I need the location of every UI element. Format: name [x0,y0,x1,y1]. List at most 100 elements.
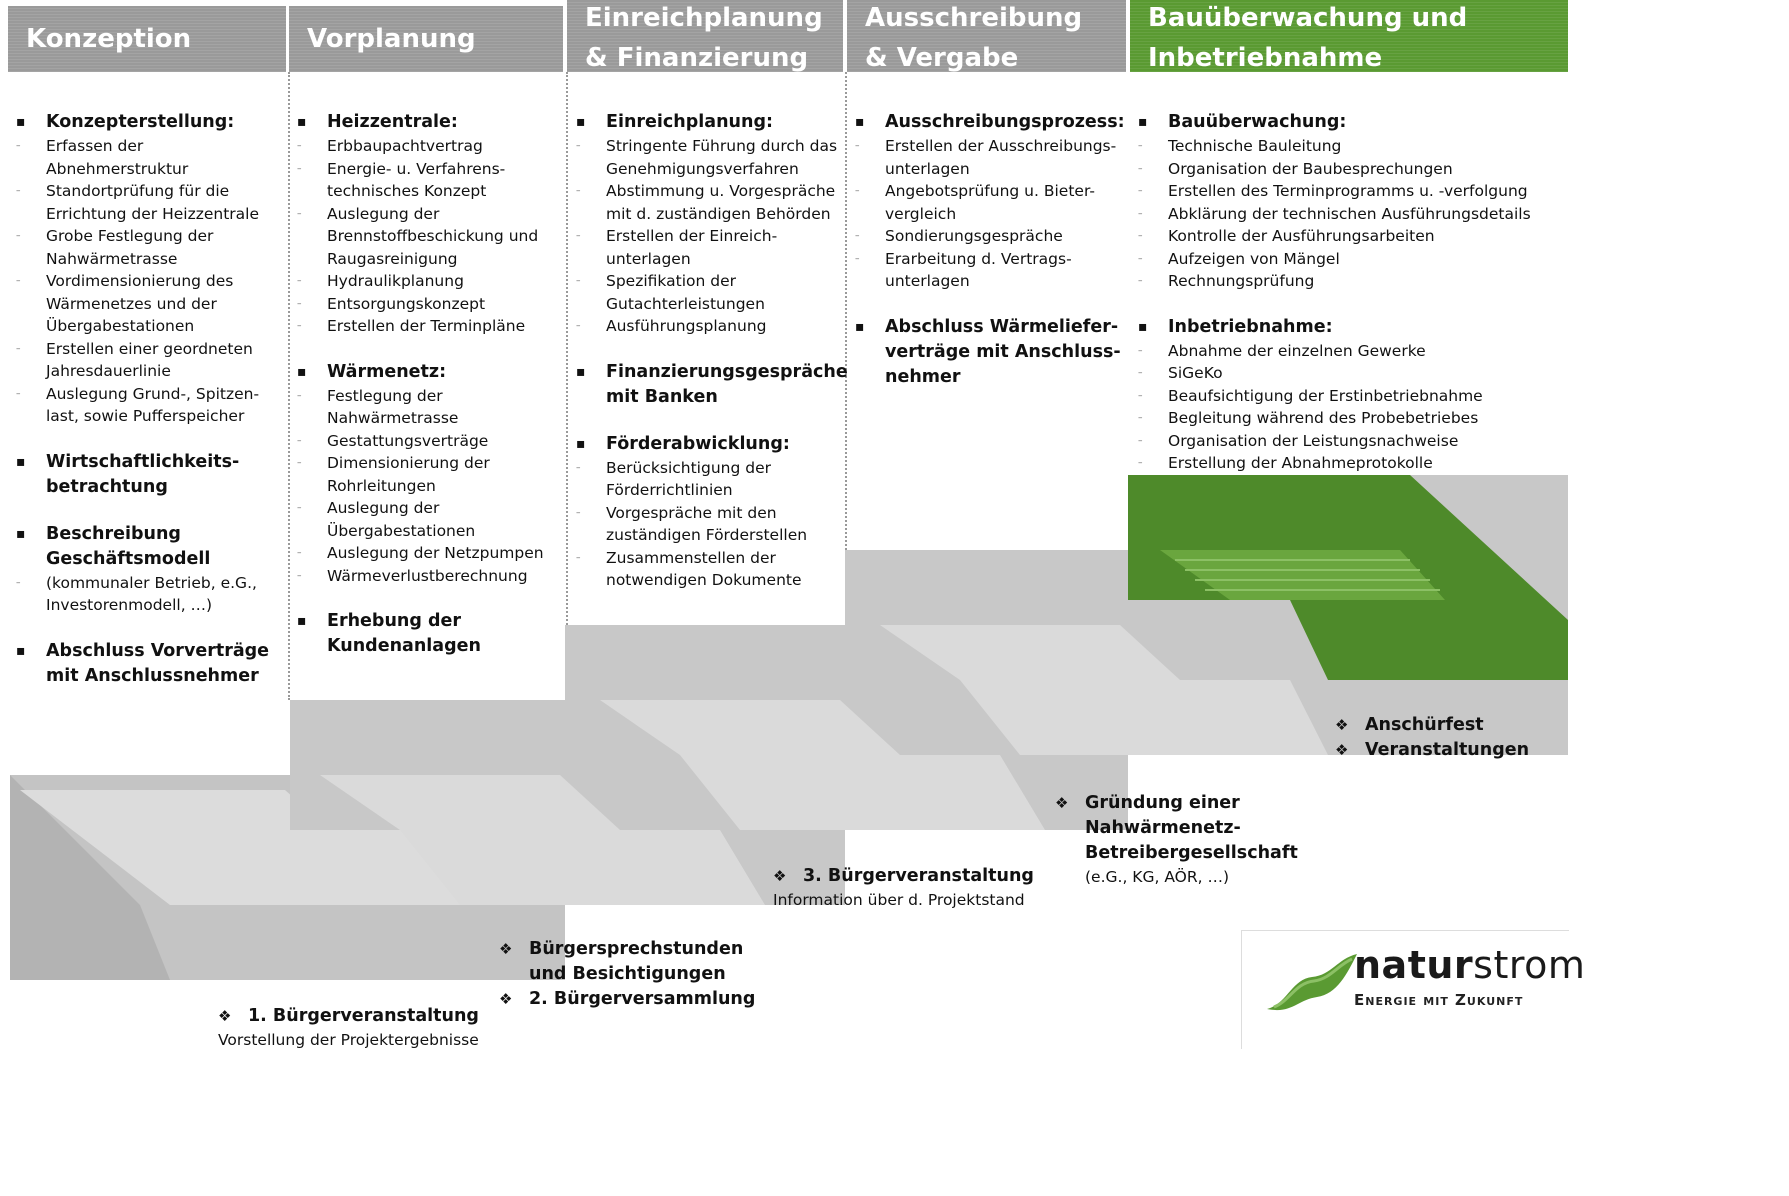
list-item: Angebotsprüfung u. Bieter-vergleich [855,180,1123,225]
section-waermelieferverttraege: Abschluss Wärmeliefer-verträge mit Ansch… [855,315,1123,390]
stair-step-5-green [1128,475,1568,680]
list-item: Technische Bauleitung [1138,135,1566,158]
event-title: Veranstaltungen [1335,738,1555,763]
list-item: Erstellen des Terminprogramms u. -verfol… [1138,180,1566,203]
phase-header-bauueberwachung: Bauüberwachung und Inbetriebnahme [1130,0,1568,72]
section-einreichplanung: Einreichplanung: Stringente Führung durc… [576,110,842,338]
section-heading: Ausschreibungsprozess: [855,110,1125,135]
event-title: 1. Bürgerveranstaltung [218,1004,518,1029]
list-item: Vorgespräche mit den zuständigen Förders… [576,502,842,547]
section-heading: Wirtschaftlichkeits-betrachtung [16,450,284,500]
list-item: Festlegung der Nahwärmetrasse [297,385,563,430]
section-ausschreibungsprozess: Ausschreibungsprozess: Erstellen der Aus… [855,110,1125,293]
list-item: Erstellen der Einreich-unterlagen [576,225,842,270]
list-item: Erstellung der Abnahmeprotokolle [1138,452,1566,475]
section-heading: Erhebung der Kundenanlagen [297,609,563,659]
column-divider [288,72,290,700]
swoosh-logo-icon [1267,954,1357,1011]
phase-header-konzeption: Konzeption [8,6,286,72]
column-einreichplanung: Einreichplanung: Stringente Führung durc… [576,110,848,614]
list-item: Erbbaupachtvertrag [297,135,563,158]
list-item: Ausführungsplanung [576,315,842,338]
section-heading: Einreichplanung: [576,110,842,135]
section-heading: Inbetriebnahme: [1138,315,1566,340]
logo-wordmark: naturstrom [1354,943,1586,987]
list-item: Auslegung der Brennstoffbeschickung und … [297,203,563,271]
list-item: Auslegung der Übergabestationen [297,497,563,542]
list-item: Berücksichtigung der Förderrichtlinien [576,457,842,502]
section-bauueberwachung: Bauüberwachung: Technische Bauleitung Or… [1138,110,1566,293]
list-item: Erstellen der Ausschreibungs-unterlagen [855,135,1123,180]
section-heading: Abschluss Wärmeliefer-verträge mit Ansch… [855,315,1123,390]
list-item: Spezifikation der Gutachterleistungen [576,270,842,315]
phase-header-ausschreibung: Ausschreibung & Vergabe [847,0,1126,72]
event-title: 2. Bürgerversammlung [499,987,779,1012]
list-item: Entsorgungskonzept [297,293,563,316]
list-item: Abstimmung u. Vorgespräche mit d. zustän… [576,180,842,225]
event-title: Bürgersprechstunden und Besichtigungen [499,937,779,987]
section-foerderabwicklung: Förderabwicklung: Berücksichtigung der F… [576,432,842,592]
list-item: Abklärung der technischen Ausführungsdet… [1138,203,1566,226]
event-5-anschuerfest: Anschürfest Veranstaltungen [1335,713,1555,763]
section-heading: Bauüberwachung: [1138,110,1566,135]
section-waermenetz: Wärmenetz: Festlegung der Nahwärmetrasse… [297,360,563,588]
event-title: Anschürfest [1335,713,1555,738]
event-1-buergerveranstaltung: 1. Bürgerveranstaltung Vorstellung der P… [218,1004,518,1051]
section-heading: Abschluss Vorverträge mit Anschlussnehme… [16,639,284,689]
column-divider [845,72,847,550]
event-4-betreibergesellschaft: Gründung einer Nahwärmenetz-Betreiberges… [1055,791,1305,888]
list-item: Rechnungsprüfung [1138,270,1566,293]
section-kundenanlagen: Erhebung der Kundenanlagen [297,609,563,659]
event-subtitle: Information über d. Projektstand [773,891,1025,909]
section-heading: Heizzentrale: [297,110,563,135]
list-item: SiGeKo [1138,362,1566,385]
section-inbetriebnahme: Inbetriebnahme: Abnahme der einzelnen Ge… [1138,315,1566,475]
list-item: Dimensionierung der Rohrleitungen [297,452,563,497]
list-item: Zusammenstellen der notwendigen Dokument… [576,547,842,592]
phase-header-einreichplanung: Einreichplanung & Finanzierung [567,0,843,72]
list-item: Abnahme der einzelnen Gewerke [1138,340,1566,363]
list-item: Kontrolle der Ausführungsarbeiten [1138,225,1566,248]
list-item: Hydraulikplanung [297,270,563,293]
phase-header-vorplanung: Vorplanung [289,6,563,72]
section-heading: Beschreibung Geschäftsmodell [16,522,284,572]
list-item: Gestattungsverträge [297,430,563,453]
event-3-buergerveranstaltung: 3. Bürgerveranstaltung Information über … [773,864,1043,911]
list-item: Erstellen der Terminpläne [297,315,563,338]
event-subtitle: Vorstellung der Projektergebnisse [218,1031,479,1049]
list-item: Organisation der Leistungsnachweise [1138,430,1566,453]
list-item: Beaufsichtigung der Erstinbetriebnahme [1138,385,1566,408]
naturstrom-logo: naturstrom Energie mit Zukunft [1241,930,1585,1049]
section-heading: Konzepterstellung: [16,110,284,135]
list-item: Grobe Festlegung der Nahwärmetrasse [16,225,284,270]
event-title: 3. Bürgerveranstaltung [773,864,1043,889]
list-item: Sondierungsgespräche [855,225,1123,248]
list-item: Erarbeitung d. Vertrags-unterlagen [855,248,1123,293]
column-konzeption: Konzepterstellung: Erfassen der Abnehmer… [16,110,284,711]
list-item: Erstellen einer geordneten Jahresdauerli… [16,338,284,383]
section-heading: Finanzierungsgespräche mit Banken [576,360,848,410]
event-subtitle: (e.G., KG, AÖR, …) [1085,868,1230,886]
section-vorvertraege: Abschluss Vorverträge mit Anschlussnehme… [16,639,284,689]
list-item: Auslegung Grund-, Spitzen-last, sowie Pu… [16,383,284,428]
section-heading: Förderabwicklung: [576,432,842,457]
section-heizzentrale: Heizzentrale: Erbbaupachtvertrag Energie… [297,110,563,338]
list-item: Stringente Führung durch das Genehmigung… [576,135,842,180]
list-item: Energie- u. Verfahrens-technisches Konze… [297,158,563,203]
logo-tagline: Energie mit Zukunft [1354,991,1524,1009]
section-geschaeftsmodell: Beschreibung Geschäftsmodell (kommunaler… [16,522,284,617]
list-item: Organisation der Baubesprechungen [1138,158,1566,181]
event-title: Gründung einer Nahwärmenetz-Betreiberges… [1055,791,1305,866]
column-vorplanung: Heizzentrale: Erbbaupachtvertrag Energie… [297,110,563,681]
column-bauueberwachung: Bauüberwachung: Technische Bauleitung Or… [1138,110,1566,497]
list-item: Standortprüfung für die Errichtung der H… [16,180,284,225]
section-konzepterstellung: Konzepterstellung: Erfassen der Abnehmer… [16,110,284,428]
section-finanzierung: Finanzierungsgespräche mit Banken [576,360,848,410]
list-item: Erfassen der Abnehmerstruktur [16,135,284,180]
list-item: Begleitung während des Probebetriebes [1138,407,1566,430]
list-item: (kommunaler Betrieb, e.G., Investorenmod… [16,572,284,617]
list-item: Vordimensionierung des Wärmenetzes und d… [16,270,284,338]
column-divider [566,72,568,625]
list-item: Auslegung der Netzpumpen [297,542,563,565]
event-2-buergersprechstunden: Bürgersprechstunden und Besichtigungen 2… [499,937,779,1012]
